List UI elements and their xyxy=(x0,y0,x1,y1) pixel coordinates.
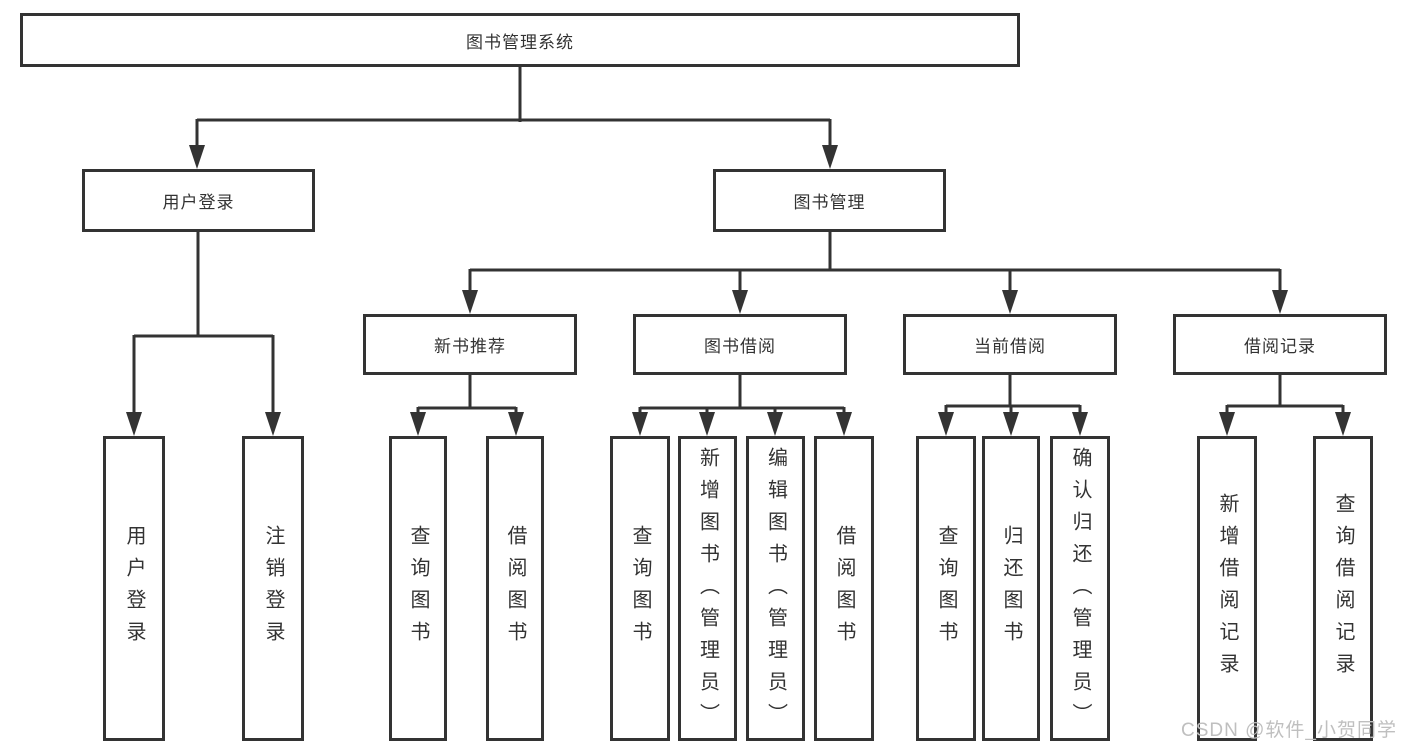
leaf-query-books-1: 查询图书 xyxy=(389,436,447,741)
node-new-book-recommend: 新书推荐 xyxy=(363,314,577,375)
leaf-query-books-3: 查询图书 xyxy=(916,436,976,741)
leaf-logout-label: 注销登录 xyxy=(262,524,284,653)
leaf-add-borrow-record-label: 新增借阅记录 xyxy=(1216,492,1238,685)
leaf-query-borrow-record: 查询借阅记录 xyxy=(1313,436,1373,741)
leaf-edit-book-admin: 编辑图书（管理员） xyxy=(746,436,805,741)
node-book-borrowing: 图书借阅 xyxy=(633,314,847,375)
node-book-borrowing-label: 图书借阅 xyxy=(704,337,776,356)
leaf-add-book-admin-label: 新增图书（管理员） xyxy=(696,447,719,735)
node-root: 图书管理系统 xyxy=(20,13,1020,67)
leaf-user-login: 用户登录 xyxy=(103,436,165,741)
node-current-borrowing: 当前借阅 xyxy=(903,314,1117,375)
csdn-watermark: CSDN @软件_小贺同学 xyxy=(1181,720,1397,741)
leaf-add-book-admin: 新增图书（管理员） xyxy=(678,436,737,741)
node-borrow-records-label: 借阅记录 xyxy=(1244,337,1316,356)
node-user-login-label: 用户登录 xyxy=(162,193,235,212)
leaf-user-login-label: 用户登录 xyxy=(123,524,145,653)
leaf-query-books-1-label: 查询图书 xyxy=(407,524,429,653)
leaf-confirm-return-admin: 确认归还（管理员） xyxy=(1050,436,1110,741)
leaf-return-book-label: 归还图书 xyxy=(1000,524,1022,653)
leaf-logout: 注销登录 xyxy=(242,436,304,741)
leaf-edit-book-admin-label: 编辑图书（管理员） xyxy=(764,447,787,735)
leaf-confirm-return-admin-label: 确认归还（管理员） xyxy=(1069,447,1091,735)
leaf-query-books-3-label: 查询图书 xyxy=(935,524,957,653)
node-user-login: 用户登录 xyxy=(82,169,315,232)
leaf-return-book: 归还图书 xyxy=(982,436,1040,741)
leaf-query-borrow-record-label: 查询借阅记录 xyxy=(1332,492,1354,685)
node-borrow-records: 借阅记录 xyxy=(1173,314,1387,375)
node-book-management: 图书管理 xyxy=(713,169,946,232)
node-current-borrowing-label: 当前借阅 xyxy=(974,337,1046,356)
leaf-borrow-books-2: 借阅图书 xyxy=(814,436,874,741)
leaf-query-books-2: 查询图书 xyxy=(610,436,670,741)
node-root-label: 图书管理系统 xyxy=(466,32,574,52)
node-book-management-label: 图书管理 xyxy=(793,193,866,212)
leaf-query-books-2-label: 查询图书 xyxy=(629,524,651,653)
leaf-borrow-books-1-label: 借阅图书 xyxy=(504,524,526,653)
leaf-borrow-books-1: 借阅图书 xyxy=(486,436,544,741)
node-new-book-recommend-label: 新书推荐 xyxy=(434,337,506,356)
leaf-add-borrow-record: 新增借阅记录 xyxy=(1197,436,1257,741)
leaf-borrow-books-2-label: 借阅图书 xyxy=(833,524,855,653)
